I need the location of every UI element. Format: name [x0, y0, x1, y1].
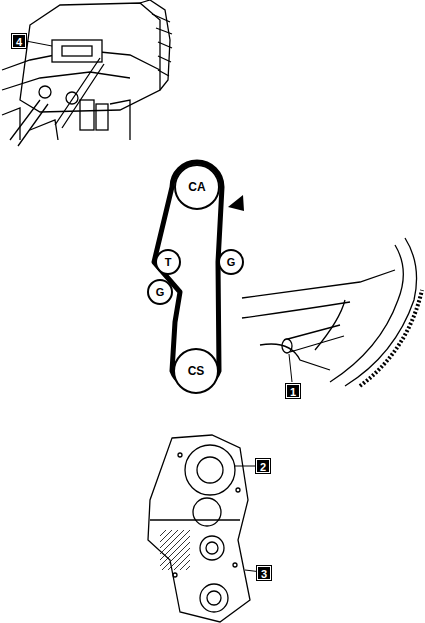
callout-number: 3	[257, 566, 271, 580]
pulley-circle: G	[218, 249, 244, 275]
pulley-label: T	[165, 256, 172, 268]
pulley-circle: G	[147, 279, 173, 305]
pulley-circle: CA	[174, 164, 220, 210]
leader-line	[26, 41, 292, 573]
pulley-label: G	[156, 286, 165, 298]
cylinder-head	[2, 0, 172, 146]
timing-cover	[148, 435, 250, 622]
pulley-label: CA	[188, 180, 205, 194]
pulley-circle: CS	[173, 348, 219, 394]
pulley-label: CS	[188, 364, 205, 378]
direction-arrow	[228, 195, 244, 211]
flywheel	[242, 238, 422, 386]
callout-number: 1	[286, 384, 300, 398]
pulley-circle: T	[155, 249, 181, 275]
pulley-label: G	[227, 256, 236, 268]
callout-number: 4	[12, 34, 26, 48]
callout-number: 2	[256, 459, 270, 473]
